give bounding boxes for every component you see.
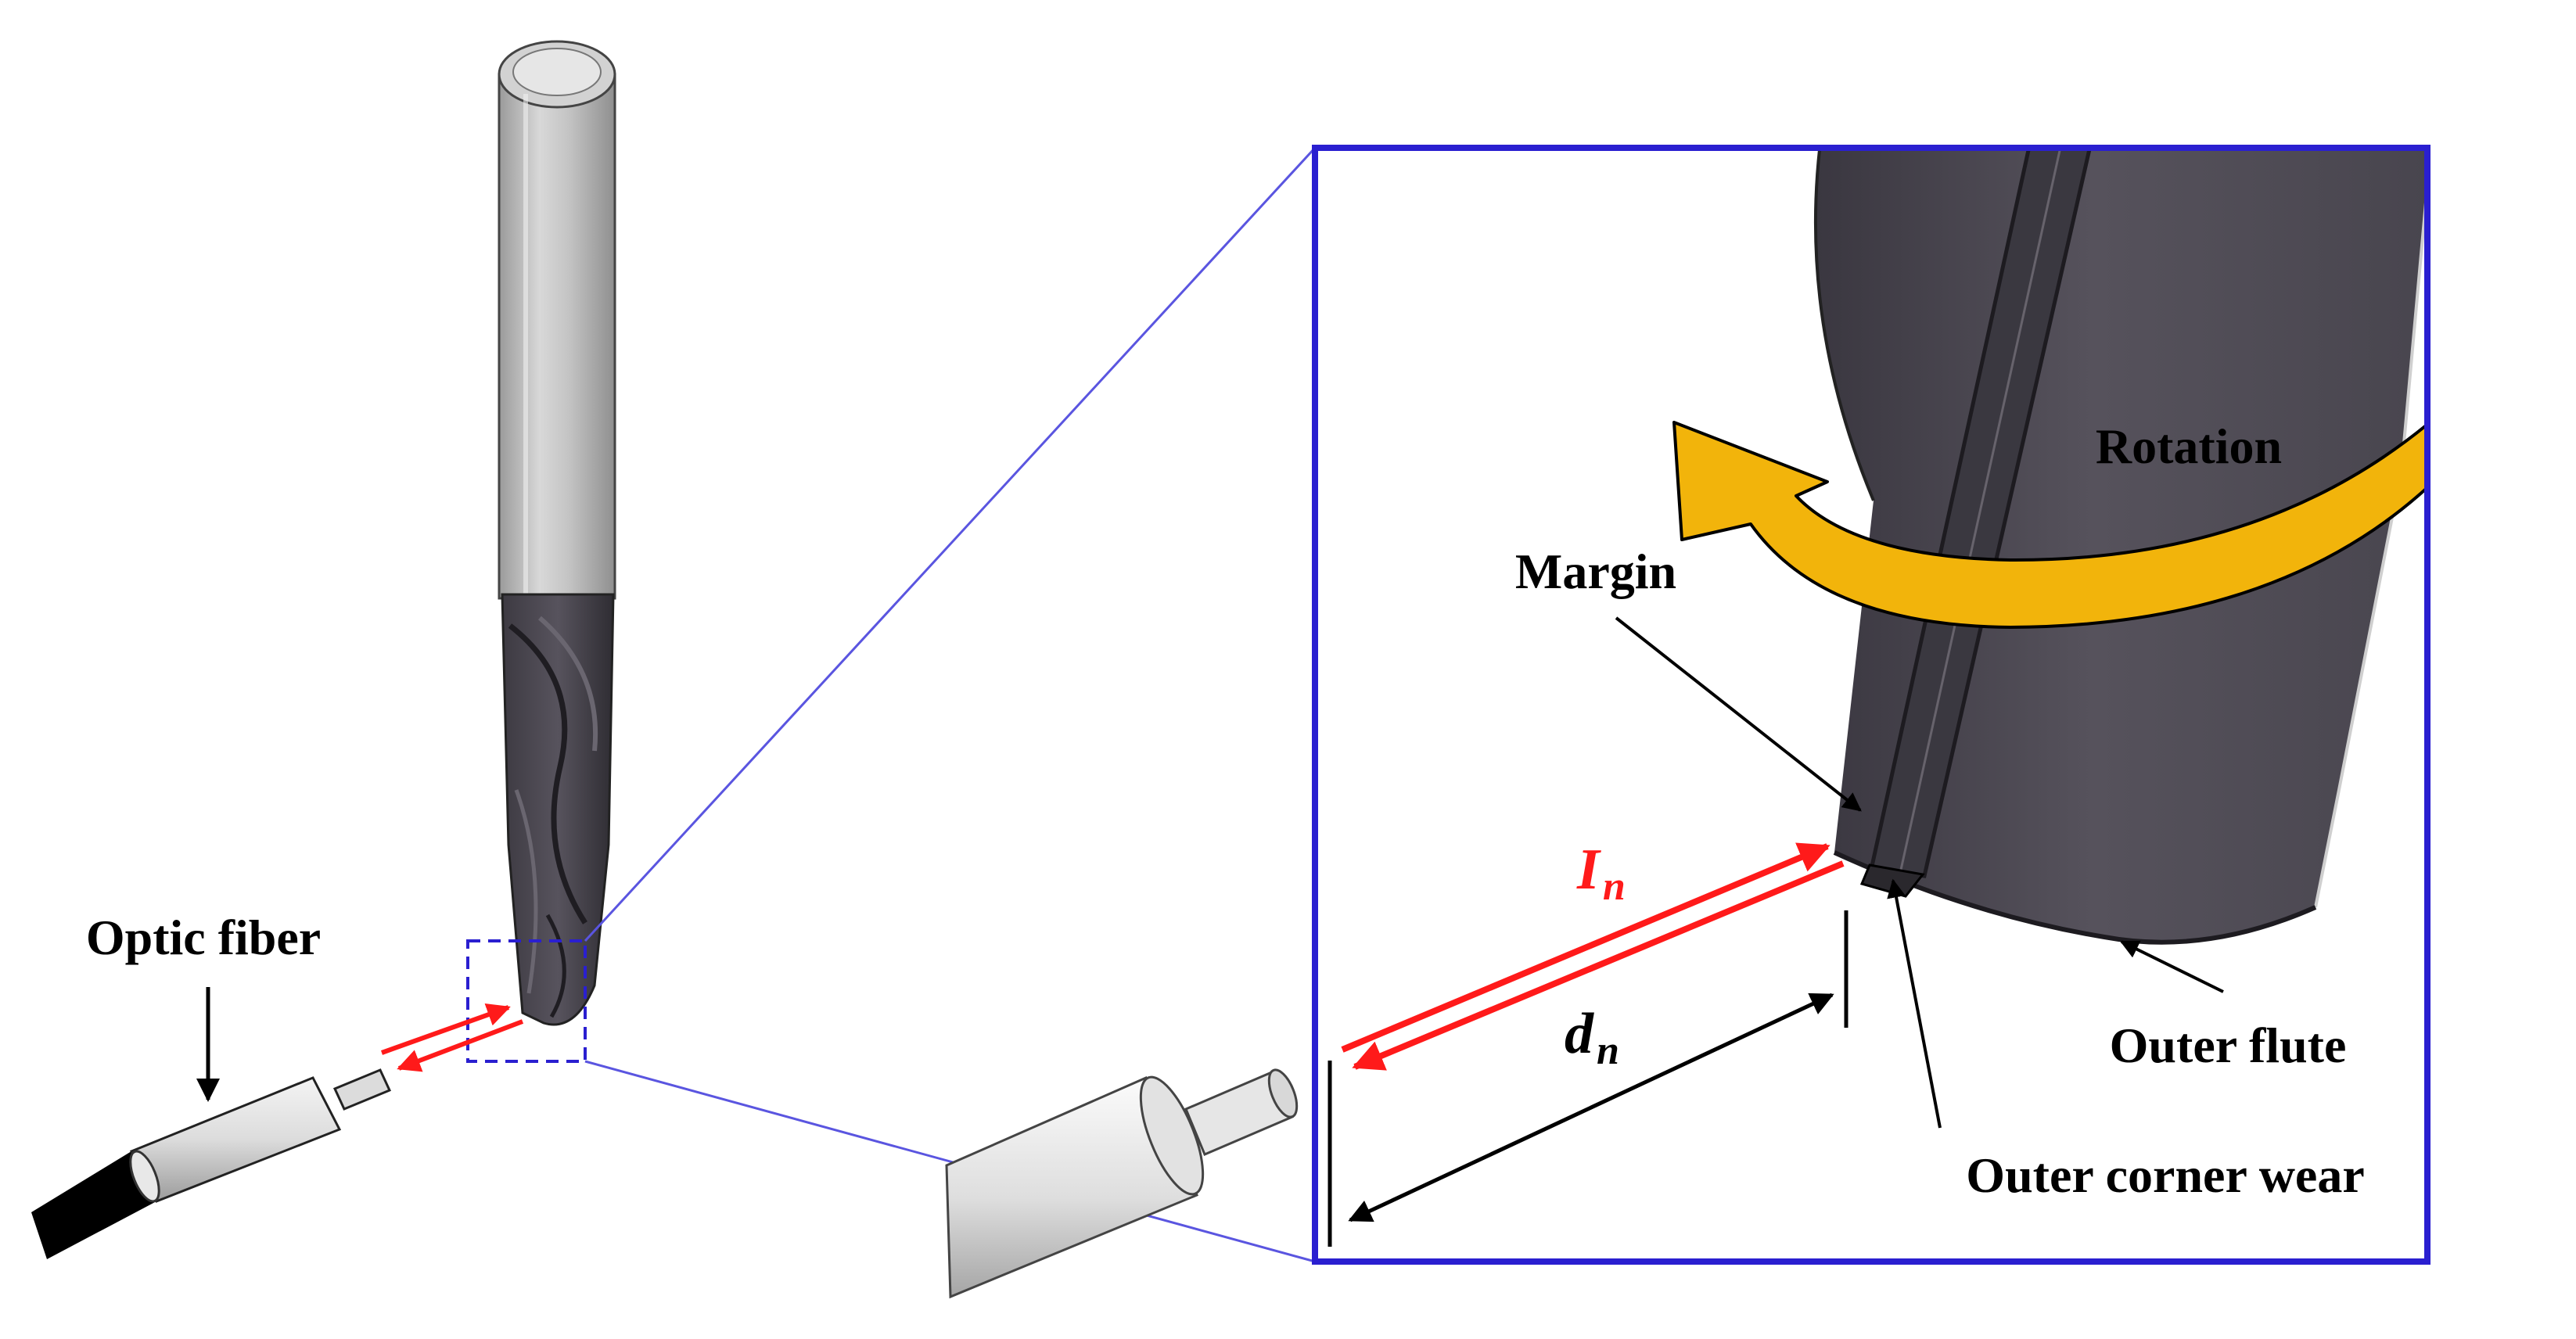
intensity-base: I (1576, 838, 1601, 902)
rotation-arrow-icon (1672, 421, 2427, 629)
intensity-subscript: n (1603, 864, 1626, 909)
optic-fiber-enlarged (945, 1068, 1299, 1299)
margin-pointer (1615, 616, 1862, 812)
optic-fiber-label: Optic fiber (86, 910, 321, 965)
distance-subscript: n (1597, 1028, 1619, 1073)
fiber-ferrule-enlarged (945, 1076, 1198, 1299)
fiber-tip (332, 1068, 392, 1111)
drill-shank (498, 40, 616, 600)
zoom-region-box (466, 939, 587, 1063)
outer-corner-wear-pointer (1887, 878, 1942, 1129)
intensity-symbol: In (1576, 838, 1626, 909)
signal-arrows-small (380, 1003, 524, 1072)
drill-tool-small (498, 40, 616, 1026)
zoom-detail-frame (1312, 145, 2430, 1265)
outer-flute-label: Outer flute (2110, 1018, 2347, 1073)
drill-flute-body (501, 593, 615, 1026)
distance-symbol: dn (1565, 1002, 1619, 1073)
distance-dimension (1328, 910, 1848, 1247)
fiber-ferrule (129, 1076, 342, 1203)
fiber-jacket (31, 1151, 156, 1259)
outer-flute-pointer (2119, 940, 2224, 993)
distance-base: d (1565, 1002, 1594, 1066)
outer-corner-wear-label: Outer corner wear (1966, 1147, 2364, 1203)
rotation-label: Rotation (2096, 418, 2282, 474)
optic-fiber-small (31, 1068, 392, 1259)
margin-label: Margin (1515, 544, 1676, 599)
zoom-connector-lines (584, 146, 1317, 1263)
drill-tool-enlarged (1813, 148, 2427, 945)
